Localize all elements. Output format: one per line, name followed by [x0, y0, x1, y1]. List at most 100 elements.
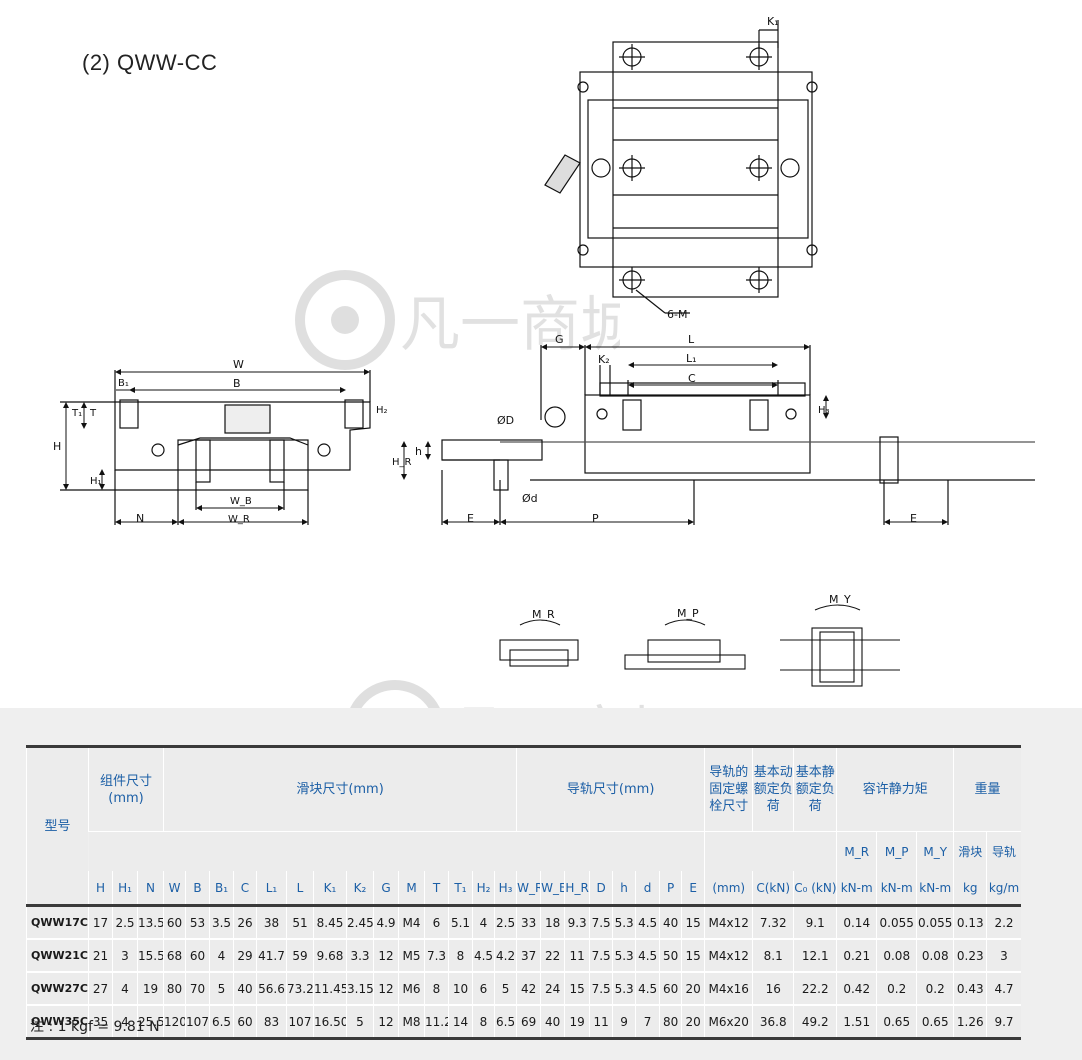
label-hr: H_R	[392, 457, 412, 468]
table-cell: 4.9	[373, 904, 399, 939]
header-spacer-2	[704, 831, 837, 871]
label-h: h	[415, 445, 422, 458]
table-cell: 9.3	[564, 904, 590, 939]
table-cell: 60	[659, 971, 682, 1005]
label-e-right: E	[910, 512, 917, 525]
column-header: W	[163, 871, 186, 906]
footnote: 注 : 1 kgf = 9.81 N	[30, 1019, 160, 1035]
table-cell: 4.5	[472, 938, 495, 972]
table-cell: 8	[472, 1004, 495, 1040]
table-cell: 0.08	[916, 938, 954, 972]
table-cell: 6.5	[209, 1004, 234, 1040]
header-block: 滑块尺寸(mm)	[162, 745, 517, 832]
table-cell: 4.5	[635, 938, 660, 972]
label-h1: H₁	[90, 476, 102, 487]
header-static-load: 基本静额定负荷	[793, 745, 837, 832]
label-mp: M_P	[677, 607, 699, 620]
label-my: M_Y	[829, 593, 851, 606]
label-b: B	[233, 377, 241, 390]
table-cell: 13.5	[137, 904, 164, 939]
side-view	[441, 345, 1035, 525]
table-cell: 0.2	[876, 971, 917, 1005]
column-header: kg	[953, 871, 987, 906]
column-header: B	[185, 871, 210, 906]
header-assembly: 组件尺寸 (mm)	[88, 745, 164, 832]
table-cell: 11.2	[424, 1004, 449, 1040]
column-header: W_B	[540, 871, 565, 906]
table-cell: 0.055	[876, 904, 917, 939]
page-title: (2) QWW-CC	[82, 50, 218, 75]
table-cell: 29	[233, 938, 257, 972]
table-cell: 12	[373, 938, 399, 972]
table-row: QWW27CC27419807054056.673.211.453.1512M6…	[26, 971, 1021, 1005]
model-cell: QWW35CC	[26, 1004, 89, 1040]
table-cell: 80	[163, 971, 186, 1005]
table-cell: 7.5	[589, 938, 613, 972]
table-cell: 107	[185, 1004, 210, 1040]
table-cell: 1.26	[953, 1004, 987, 1040]
column-header: T₁	[448, 871, 473, 906]
header-mr: M_R	[836, 831, 877, 871]
table-cell: 0.13	[953, 904, 987, 939]
table-cell: 5	[209, 971, 234, 1005]
table-cell: 5.3	[612, 904, 636, 939]
table-cell: 25.5	[137, 1004, 164, 1040]
label-h-total: H	[53, 440, 61, 453]
table-cell: 59	[286, 938, 314, 972]
table-cell: M5	[398, 938, 425, 972]
table-cell: 0.65	[916, 1004, 954, 1040]
column-header: kN-m	[836, 871, 877, 906]
table-cell: 8	[424, 971, 449, 1005]
table-cell: 51	[286, 904, 314, 939]
spec-table: 型号 组件尺寸 (mm) 滑块尺寸(mm) 导轨尺寸(mm) 导轨的固定螺栓尺寸…	[26, 745, 1021, 1040]
table-cell: 24	[540, 971, 565, 1005]
table-cell: 2.5	[112, 904, 138, 939]
column-header: kg/m	[986, 871, 1021, 906]
column-header: W_R	[516, 871, 541, 906]
table-row: QWW17CC172.513.560533.52638518.452.454.9…	[26, 904, 1021, 939]
table-cell: 4	[472, 904, 495, 939]
table-cell: 12.1	[793, 938, 837, 972]
table-cell: 9.68	[313, 938, 347, 972]
table-cell: 2.45	[346, 904, 374, 939]
table-cell: 15	[681, 938, 705, 972]
table-cell: 9.1	[793, 904, 837, 939]
label-b1: B₁	[118, 378, 129, 389]
table-cell: 11	[589, 1004, 613, 1040]
table-cell: 5	[346, 1004, 374, 1040]
column-header: D	[589, 871, 613, 906]
column-header: K₂	[346, 871, 374, 906]
technical-drawing: K₁ 6-M G	[53, 15, 1035, 687]
header-rail-bolt: 导轨的固定螺栓尺寸	[704, 745, 753, 832]
table-cell: 10	[448, 971, 473, 1005]
header-spacer	[88, 831, 705, 871]
header-mp: M_P	[876, 831, 917, 871]
table-row: QWW35CC35425.51201076.5608310716.50512M8…	[26, 1004, 1021, 1040]
table-cell: 0.14	[836, 904, 877, 939]
label-k2: K₂	[598, 353, 610, 366]
table-cell: 53	[185, 904, 210, 939]
table-cell: 6.5	[493, 1004, 517, 1040]
table-cell: 3	[986, 938, 1021, 972]
column-header: B₁	[209, 871, 234, 906]
column-header: H	[88, 871, 113, 906]
table-cell: 49.2	[793, 1004, 837, 1040]
label-phid-small: Ød	[522, 492, 538, 505]
label-t: T	[89, 408, 97, 419]
top-view	[544, 20, 818, 314]
table-cell: 60	[233, 1004, 257, 1040]
table-cell: 120	[163, 1004, 186, 1040]
label-phid-big: ØD	[497, 414, 514, 427]
table-cell: 107	[286, 1004, 314, 1040]
table-cell: 0.42	[836, 971, 877, 1005]
table-cell: 6	[472, 971, 495, 1005]
header-weight: 重量	[953, 745, 1021, 832]
table-cell: 2.5	[493, 904, 517, 939]
table-cell: 70	[185, 971, 210, 1005]
column-header: G	[373, 871, 399, 906]
column-header: (mm)	[704, 871, 753, 906]
table-cell: 60	[185, 938, 210, 972]
table-cell: 5.3	[612, 971, 636, 1005]
table-cell: 19	[137, 971, 164, 1005]
table-cell: 7	[635, 1004, 660, 1040]
